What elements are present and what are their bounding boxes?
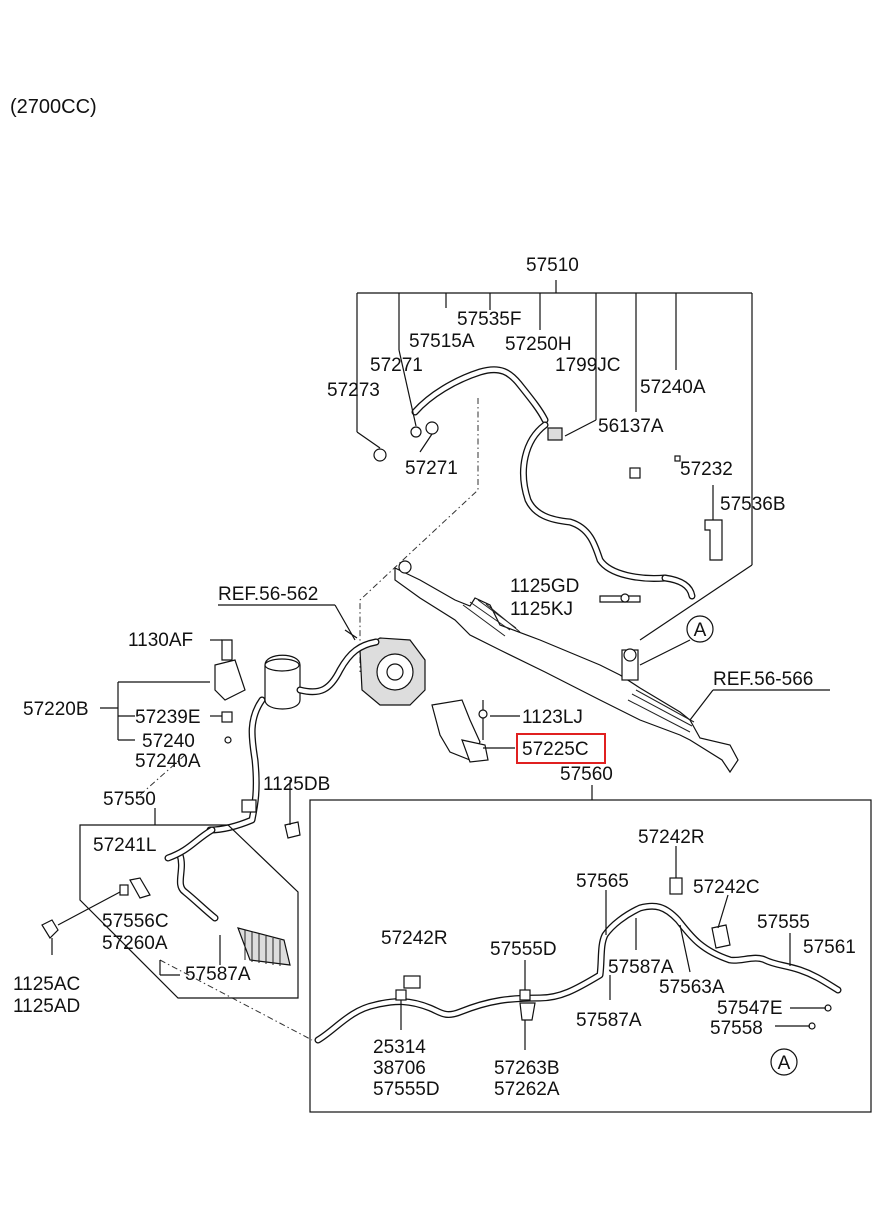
callout-a-top: A xyxy=(639,615,714,666)
label-1130af: 1130AF xyxy=(128,630,193,651)
label-57271-lower: 57271 xyxy=(405,458,458,479)
cooler-box-57550 xyxy=(41,808,299,999)
callout-a-bottom: A xyxy=(770,1048,798,1076)
label-57555: 57555 xyxy=(757,912,810,933)
label-38706: 38706 xyxy=(373,1058,426,1079)
label-1125kj: 1125KJ xyxy=(510,599,573,620)
label-57555d-top: 57555D xyxy=(490,939,557,960)
label-57250h: 57250H xyxy=(505,334,572,355)
label-56137a: 56137A xyxy=(598,416,664,437)
label-57220b: 57220B xyxy=(23,699,89,720)
label-57565: 57565 xyxy=(576,871,629,892)
label-57225c: 57225C xyxy=(522,739,589,760)
steering-gear xyxy=(394,560,739,774)
label-57510: 57510 xyxy=(526,255,579,276)
highlight-box-57225c xyxy=(516,733,606,764)
bracket-57510 xyxy=(356,280,753,641)
label-ref-56-566: REF.56-566 xyxy=(713,669,813,690)
label-57242r-top: 57242R xyxy=(638,827,705,848)
pressure-hose-assembly xyxy=(356,349,723,600)
label-57273: 57273 xyxy=(327,380,380,401)
ref-56562-leader xyxy=(334,604,356,641)
label-ref-56-562: REF.56-562 xyxy=(218,584,318,605)
bracket-57225c xyxy=(431,699,520,763)
label-1125db: 1125DB xyxy=(263,774,330,795)
label-57558: 57558 xyxy=(710,1018,763,1039)
label-25314: 25314 xyxy=(373,1037,426,1058)
label-57240a-top: 57240A xyxy=(640,377,706,398)
pump-reservoir xyxy=(206,629,426,839)
label-1125gd: 1125GD xyxy=(510,576,579,597)
label-57263b: 57263B xyxy=(494,1058,560,1079)
dash-connectors xyxy=(139,398,479,1041)
label-57262a: 57262A xyxy=(494,1079,560,1100)
label-57587a-b: 57587A xyxy=(185,964,251,985)
label-1125ad: 1125AD xyxy=(13,996,80,1017)
engine-note: (2700CC) xyxy=(10,96,97,118)
label-1125ac: 1125AC xyxy=(13,974,80,995)
label-57260a: 57260A xyxy=(102,933,168,954)
label-57240: 57240 xyxy=(142,731,195,752)
label-57556c: 57556C xyxy=(102,911,169,932)
label-57547e: 57547E xyxy=(717,998,783,1019)
label-57535f: 57535F xyxy=(457,309,521,330)
label-57587a-c: 57587A xyxy=(576,1010,642,1031)
label-57587a-a: 57587A xyxy=(608,957,674,978)
label-57560: 57560 xyxy=(560,764,613,785)
label-57271-upper: 57271 xyxy=(370,355,423,376)
label-57242r-mid: 57242R xyxy=(381,928,448,949)
label-57240a: 57240A xyxy=(135,751,201,772)
label-57232: 57232 xyxy=(680,459,733,480)
ref-56566-leader xyxy=(689,689,714,721)
label-57550: 57550 xyxy=(103,789,156,810)
bracket-57220b xyxy=(100,639,222,741)
part-labels: 57510 57535F 57515A 57250H 57271 1799JC … xyxy=(13,255,856,1100)
label-57561: 57561 xyxy=(803,937,856,958)
label-57555d-bottom: 57555D xyxy=(373,1079,440,1100)
label-57536b: 57536B xyxy=(720,494,786,515)
label-57241l: 57241L xyxy=(93,835,156,856)
label-57242c: 57242C xyxy=(693,877,760,898)
return-hose-box-57560 xyxy=(309,785,872,1113)
label-57515a: 57515A xyxy=(409,331,475,352)
label-1123lj: 1123LJ xyxy=(522,707,583,728)
label-57563a: 57563A xyxy=(659,977,725,998)
callout-a-top-text: A xyxy=(694,620,707,641)
label-1799jc: 1799JC xyxy=(555,355,621,376)
callout-a-bottom-text: A xyxy=(778,1053,791,1074)
label-57239e: 57239E xyxy=(135,707,201,728)
